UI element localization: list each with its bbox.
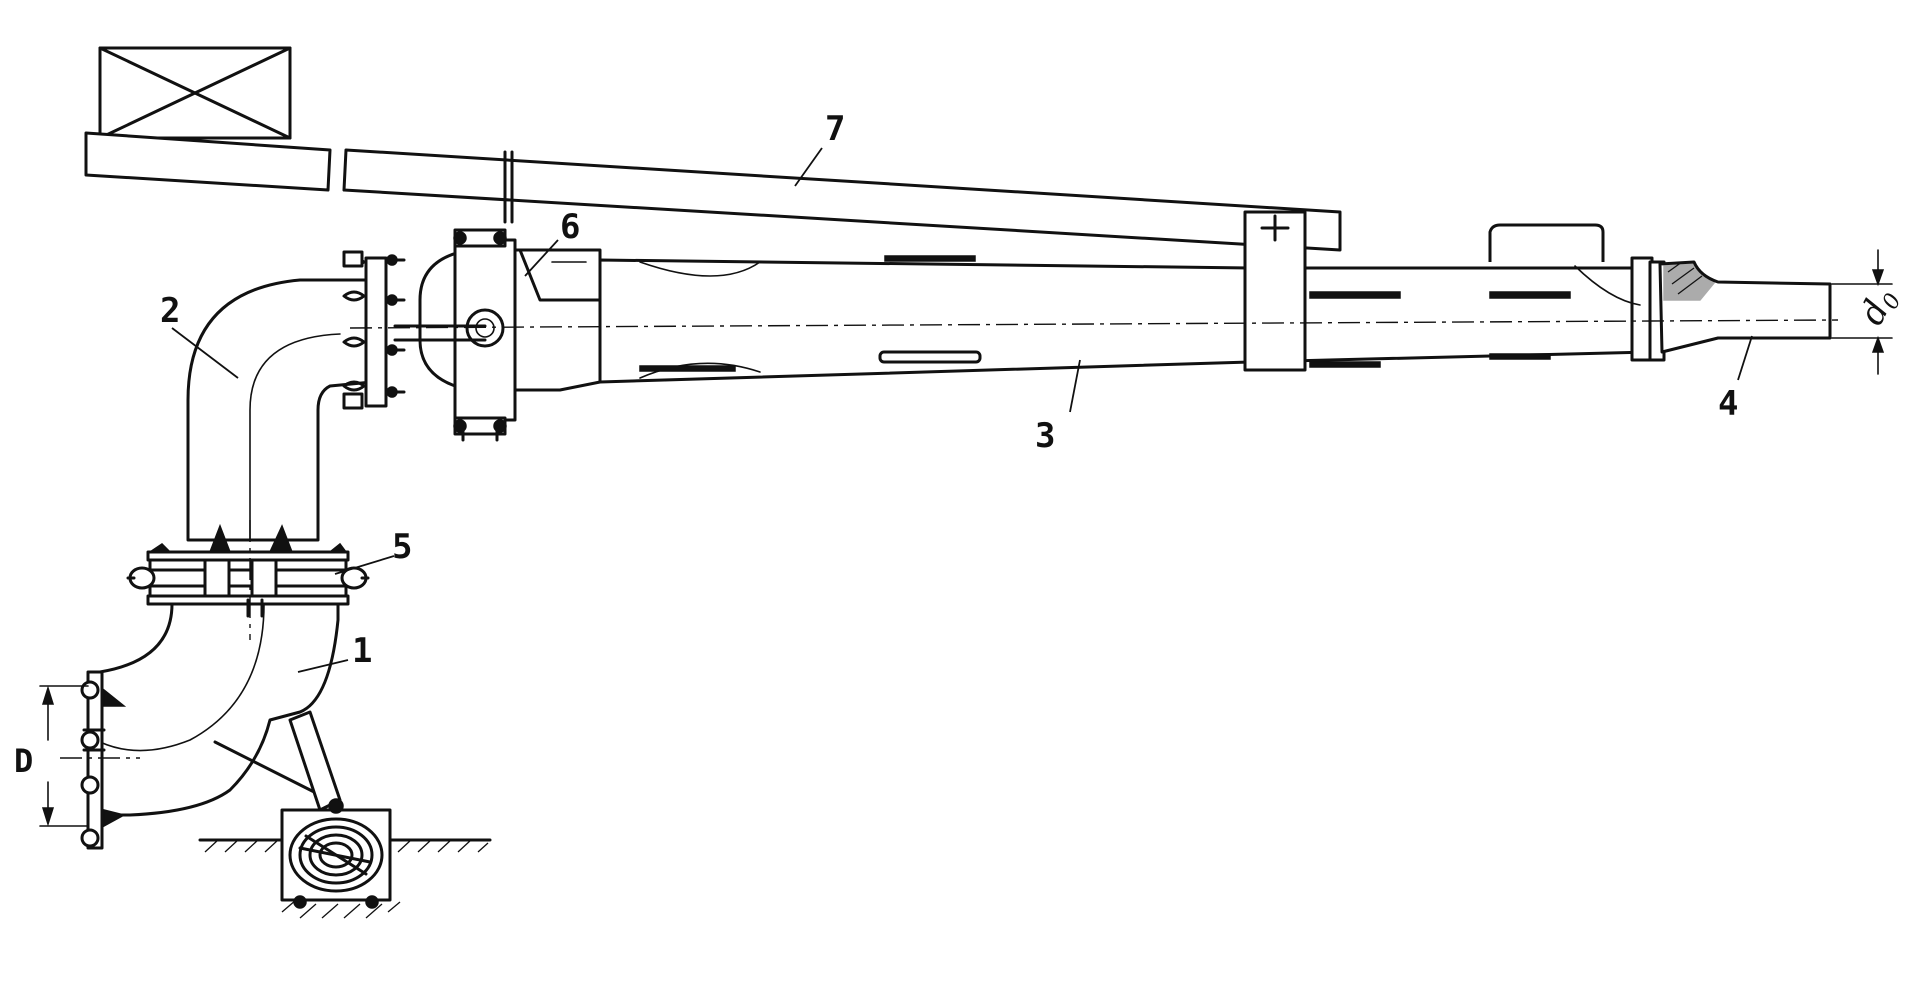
part-labels: 2 7 6 3 4 5 1	[160, 109, 1753, 673]
dimension-inlet-diameter: D	[14, 685, 89, 827]
nozzle	[1658, 260, 1832, 354]
lower-elbow	[80, 598, 342, 850]
dimension-d-label: D	[14, 742, 33, 780]
label-part-6: 6	[560, 207, 580, 247]
counterweight-box	[98, 46, 292, 140]
center-lines	[60, 319, 1839, 759]
label-part-2: 2	[160, 291, 180, 331]
dimension-d0-label: d0	[1852, 281, 1907, 333]
swivel-joint	[393, 228, 602, 442]
label-part-4: 4	[1718, 384, 1738, 424]
lever-beam	[84, 131, 1342, 252]
upper-elbow	[186, 250, 406, 542]
label-part-7: 7	[825, 109, 845, 149]
dimension-nozzle-diameter: d0	[1831, 249, 1907, 375]
main-barrel	[598, 210, 1666, 384]
label-part-1: 1	[352, 631, 372, 671]
base-mount	[198, 798, 492, 919]
label-part-3: 3	[1035, 416, 1055, 456]
rotating-collar	[126, 523, 370, 606]
label-part-5: 5	[392, 527, 412, 567]
